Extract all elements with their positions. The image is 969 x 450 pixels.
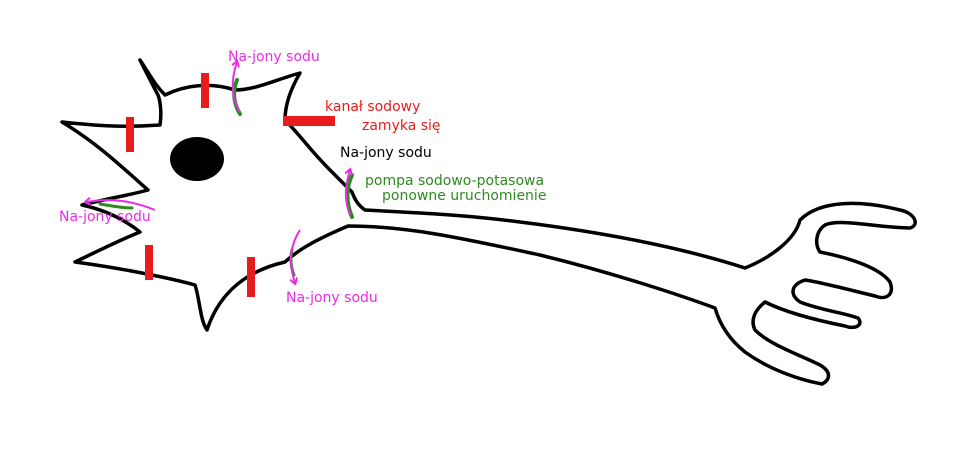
neuron-outline bbox=[60, 58, 917, 386]
sodium-channel-lower bbox=[247, 257, 255, 297]
label-channel-closes: zamyka się bbox=[362, 118, 441, 134]
label-ions-middle: Na-jony sodu bbox=[340, 145, 432, 161]
label-ions-left: Na-jony sodu bbox=[59, 209, 151, 225]
label-sodium-channel: kanał sodowy bbox=[325, 99, 421, 115]
ion-arrow-left bbox=[86, 200, 156, 211]
nucleus bbox=[170, 137, 224, 181]
pump-axon-hillock bbox=[345, 173, 354, 219]
sodium-channel-top bbox=[201, 73, 209, 108]
ion-arrow-top bbox=[233, 62, 241, 113]
sodium-channel-left bbox=[126, 117, 134, 152]
label-sodium-potassium-pump: pompa sodowo-potasowa bbox=[365, 173, 545, 189]
label-pump-restart: ponowne uruchomienie bbox=[382, 188, 547, 204]
sodium-channel-lower-left bbox=[145, 245, 153, 280]
label-ions-top: Na-jony sodu bbox=[228, 49, 320, 65]
pump-left bbox=[98, 202, 134, 210]
label-ions-bottom: Na-jony sodu bbox=[286, 290, 378, 306]
sodium-channel-right-closing bbox=[283, 116, 335, 126]
ion-arrow-bottom bbox=[291, 229, 301, 283]
ion-arrow-middle bbox=[346, 170, 350, 216]
